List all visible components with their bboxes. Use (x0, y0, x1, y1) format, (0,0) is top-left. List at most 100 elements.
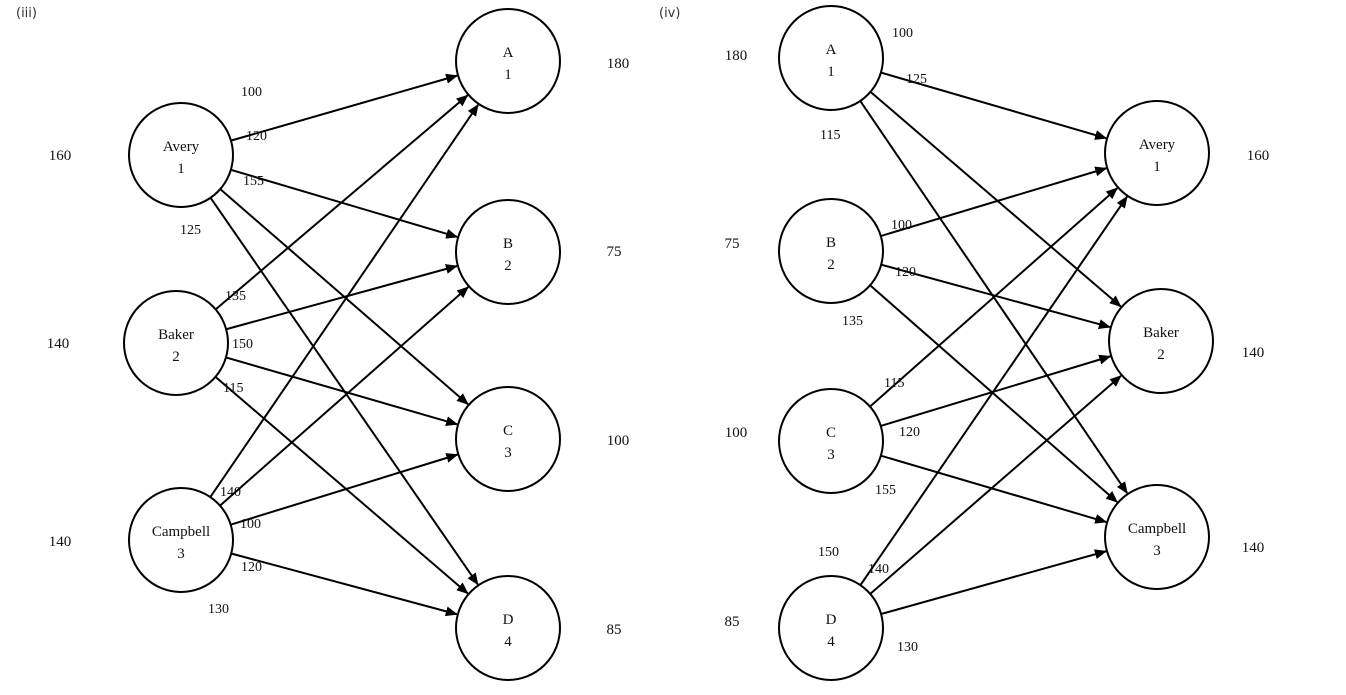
node-name-d: D (826, 612, 837, 628)
side-value-b: 75 (725, 236, 740, 252)
edge-label-a-to-campbell: 115 (820, 128, 840, 143)
side-value-b: 75 (607, 244, 622, 260)
edge-d-to-avery (859, 195, 1128, 586)
node-name-campbell: Campbell (152, 524, 210, 540)
edge-label-campbell-to-d: 130 (208, 602, 229, 617)
node-circle-b (455, 199, 561, 305)
node-name-c: C (503, 423, 513, 439)
panel-iv-label: (iv) (659, 6, 681, 21)
edge-baker-to-c (225, 356, 459, 427)
edge-label-a-to-baker: 125 (906, 72, 927, 87)
edge-label-avery-to-d: 125 (180, 223, 201, 238)
node-a: A1 (778, 5, 884, 111)
node-d: D4 (455, 575, 561, 681)
node-index-d: 4 (504, 634, 512, 650)
node-index-b: 2 (827, 257, 835, 273)
node-c: C3 (778, 388, 884, 494)
node-index-c: 3 (827, 447, 835, 463)
side-value-baker: 140 (47, 336, 70, 352)
node-index-c: 3 (504, 445, 512, 461)
side-value-avery: 160 (49, 148, 72, 164)
edge-label-d-to-baker: 140 (868, 562, 889, 577)
edge-campbell-to-a (209, 103, 479, 498)
node-name-a: A (826, 42, 837, 58)
edge-label-baker-to-c: 150 (232, 337, 253, 352)
side-value-d: 85 (725, 614, 740, 630)
side-value-a: 180 (607, 56, 630, 72)
node-name-d: D (503, 612, 514, 628)
edge-a-to-avery (880, 71, 1108, 140)
node-d: D4 (778, 575, 884, 681)
panel-iii-graph: 100120155125135150115140100120130Avery11… (47, 8, 630, 681)
node-index-campbell: 3 (1153, 543, 1161, 559)
node-b: B2 (455, 199, 561, 305)
node-name-baker: Baker (158, 327, 194, 343)
edge-label-c-to-baker: 115 (884, 376, 904, 391)
edge-label-avery-to-a: 100 (241, 85, 262, 100)
node-c: C3 (455, 386, 561, 492)
edge-label-d-to-campbell: 130 (897, 640, 918, 655)
node-name-b: B (826, 235, 836, 251)
node-a: A1 (455, 8, 561, 114)
edge-c-to-baker (880, 354, 1112, 427)
side-value-c: 100 (725, 425, 748, 441)
node-circle-c (778, 388, 884, 494)
side-value-c: 100 (607, 433, 630, 449)
node-circle-a (778, 5, 884, 111)
node-circle-b (778, 198, 884, 304)
node-name-c: C (826, 425, 836, 441)
side-value-baker: 140 (1242, 345, 1265, 361)
edge-c-to-campbell (880, 454, 1108, 524)
edge-label-avery-to-c: 155 (243, 174, 264, 189)
edge-c-to-avery (869, 187, 1119, 408)
edge-d-to-baker (869, 375, 1122, 595)
edge-a-to-baker (869, 91, 1122, 308)
edge-label-b-to-campbell: 120 (895, 265, 916, 280)
node-name-b: B (503, 236, 513, 252)
node-index-a: 1 (504, 67, 512, 83)
side-value-campbell: 140 (1242, 540, 1265, 556)
edge-label-a-to-avery: 100 (892, 26, 913, 41)
edge-label-b-to-baker: 100 (891, 218, 912, 233)
node-index-avery: 1 (177, 161, 185, 177)
edge-baker-to-b (225, 264, 458, 331)
edge-baker-to-a (214, 94, 469, 311)
node-index-b: 2 (504, 258, 512, 274)
edge-avery-to-b (230, 168, 459, 239)
side-value-a: 180 (725, 48, 748, 64)
edge-campbell-to-d (230, 552, 458, 617)
node-circle-campbell (1104, 484, 1210, 590)
panel-iv-graph: 100125115100120135115120150140130155A118… (725, 5, 1270, 681)
node-circle-avery (1104, 100, 1210, 206)
node-circle-baker (1108, 288, 1214, 394)
edge-d-to-campbell (880, 549, 1107, 615)
node-name-a: A (503, 45, 514, 61)
node-circle-c (455, 386, 561, 492)
edge-label-extra: 155 (875, 483, 896, 498)
edge-label-c-to-campbell: 120 (899, 425, 920, 440)
edge-campbell-to-c (230, 453, 459, 526)
edge-label-campbell-to-c: 120 (241, 560, 262, 575)
node-index-a: 1 (827, 64, 835, 80)
edge-label-baker-to-d: 115 (223, 381, 243, 396)
edge-baker-to-d (214, 376, 469, 595)
side-value-avery: 160 (1247, 148, 1270, 164)
edge-label-avery-to-b: 120 (246, 129, 267, 144)
node-circle-a (455, 8, 561, 114)
node-circle-avery (128, 102, 234, 208)
edge-label-c-to-avery: 135 (842, 314, 863, 329)
edge-avery-to-a (230, 73, 459, 142)
edge-label-campbell-to-a: 140 (220, 485, 241, 500)
edge-label-baker-to-a: 135 (225, 289, 246, 304)
node-name-baker: Baker (1143, 325, 1179, 341)
side-value-campbell: 140 (49, 534, 72, 550)
node-b: B2 (778, 198, 884, 304)
node-index-d: 4 (827, 634, 835, 650)
node-circle-campbell (128, 487, 234, 593)
